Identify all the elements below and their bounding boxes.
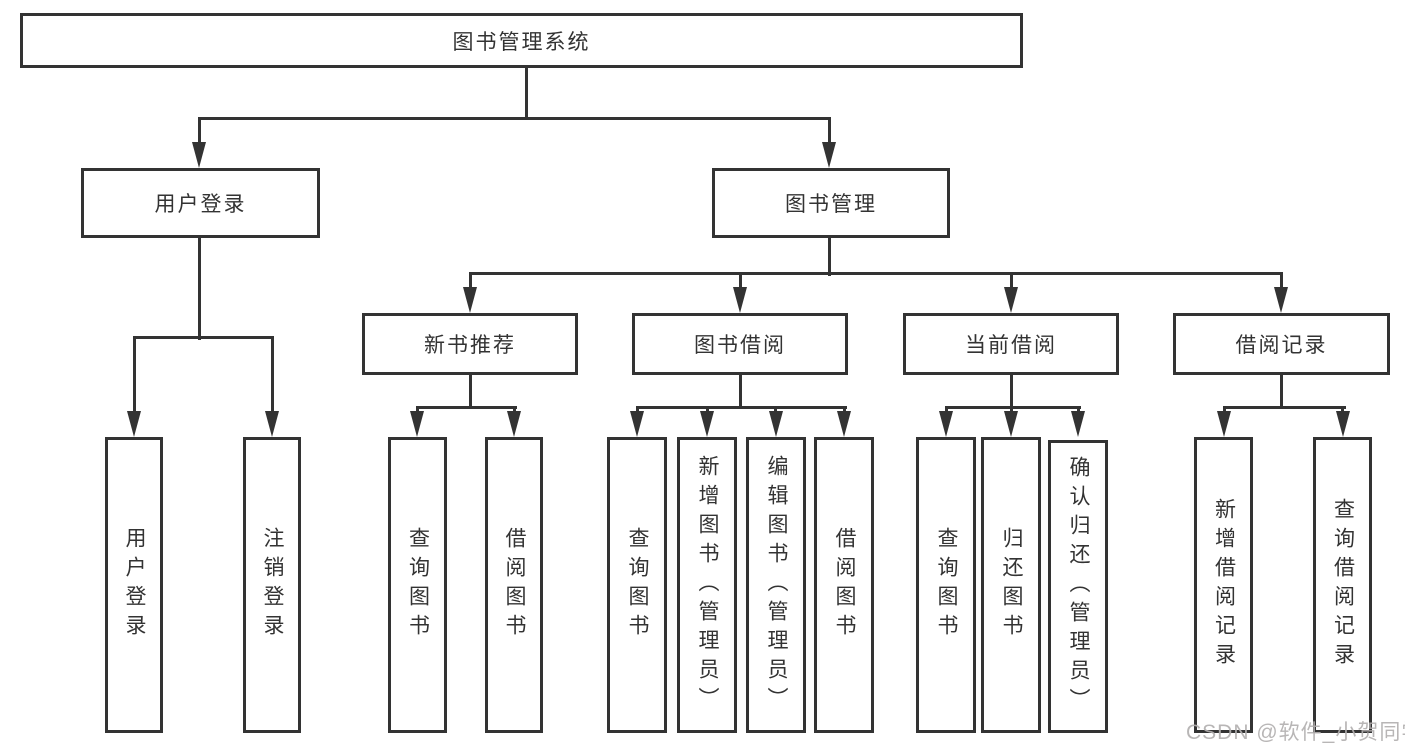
connector-line (1223, 406, 1346, 409)
arrow-down-icon (507, 411, 521, 437)
node-current-borrow: 当前借阅 (903, 313, 1119, 375)
node-leaf-query-book-3: 查询图书 (916, 437, 976, 733)
node-leaf-logout: 注销登录 (243, 437, 301, 733)
connector-line (469, 272, 1283, 275)
node-user-login-label: 用户登录 (154, 193, 247, 216)
arrow-down-icon (1004, 287, 1018, 313)
connector-line (469, 272, 472, 290)
connector-line (133, 336, 274, 339)
node-leaf-query-book-1-label: 查询图书 (406, 527, 430, 643)
arrow-down-icon (700, 411, 714, 437)
node-borrow-records-label: 借阅记录 (1235, 334, 1328, 357)
connector-line (469, 373, 472, 409)
connector-line (525, 66, 528, 120)
connector-line (198, 236, 201, 340)
connector-line (636, 406, 847, 409)
node-leaf-borrow-book-1-label: 借阅图书 (503, 527, 527, 643)
node-new-book-recommend-label: 新书推荐 (424, 334, 516, 357)
node-leaf-user-login-label: 用户登录 (123, 527, 147, 643)
arrow-down-icon (822, 142, 836, 168)
node-leaf-query-borrow-record: 查询借阅记录 (1313, 437, 1372, 733)
node-leaf-query-book-3-label: 查询图书 (935, 527, 959, 643)
connector-line (739, 272, 742, 290)
node-leaf-return-book-label: 归还图书 (1000, 527, 1024, 643)
arrow-down-icon (1274, 287, 1288, 313)
node-book-borrow-label: 图书借阅 (694, 334, 786, 357)
node-leaf-user-login: 用户登录 (105, 437, 163, 733)
node-leaf-confirm-return-admin-label: 确认归还（管理员） (1067, 456, 1091, 717)
arrow-down-icon (192, 142, 206, 168)
arrow-down-icon (1217, 411, 1231, 437)
arrow-down-icon (463, 287, 477, 313)
arrow-down-icon (837, 411, 851, 437)
node-leaf-query-book-1: 查询图书 (388, 437, 447, 733)
node-book-borrow: 图书借阅 (632, 313, 848, 375)
node-library-system-label: 图书管理系统 (452, 30, 591, 54)
node-book-management-label: 图书管理 (785, 193, 877, 216)
node-current-borrow-label: 当前借阅 (965, 334, 1057, 357)
node-leaf-borrow-book-2-label: 借阅图书 (833, 527, 857, 643)
node-leaf-query-borrow-record-label: 查询借阅记录 (1331, 498, 1355, 672)
node-leaf-query-book-2: 查询图书 (607, 437, 667, 733)
arrow-down-icon (939, 411, 953, 437)
connector-line (1280, 272, 1283, 290)
connector-line (198, 117, 201, 145)
arrow-down-icon (769, 411, 783, 437)
connector-line (1280, 373, 1283, 409)
node-leaf-query-book-2-label: 查询图书 (626, 527, 650, 643)
node-leaf-add-borrow-record-label: 新增借阅记录 (1212, 498, 1236, 672)
connector-line (1010, 373, 1013, 409)
node-leaf-borrow-book-2: 借阅图书 (814, 437, 874, 733)
arrow-down-icon (410, 411, 424, 437)
node-leaf-add-book-admin-label: 新增图书（管理员） (696, 454, 720, 716)
node-leaf-add-borrow-record: 新增借阅记录 (1194, 437, 1253, 733)
arrow-down-icon (127, 411, 141, 437)
connector-line (271, 336, 274, 414)
arrow-down-icon (1336, 411, 1350, 437)
node-leaf-add-book-admin: 新增图书（管理员） (677, 437, 737, 733)
connector-line (828, 117, 831, 145)
connector-line (198, 117, 831, 120)
node-leaf-logout-label: 注销登录 (261, 527, 285, 643)
connector-line (416, 406, 517, 409)
connector-line (828, 236, 831, 276)
connector-line (739, 373, 742, 409)
node-leaf-borrow-book-1: 借阅图书 (485, 437, 543, 733)
node-leaf-confirm-return-admin: 确认归还（管理员） (1048, 440, 1108, 733)
node-leaf-edit-book-admin: 编辑图书（管理员） (746, 437, 806, 733)
arrow-down-icon (733, 287, 747, 313)
node-leaf-return-book: 归还图书 (981, 437, 1041, 733)
arrow-down-icon (1071, 411, 1085, 437)
node-new-book-recommend: 新书推荐 (362, 313, 578, 375)
node-book-management: 图书管理 (712, 168, 950, 238)
arrow-down-icon (630, 411, 644, 437)
node-borrow-records: 借阅记录 (1173, 313, 1390, 375)
node-user-login: 用户登录 (81, 168, 320, 238)
arrow-down-icon (1004, 411, 1018, 437)
connector-line (945, 406, 1081, 409)
arrow-down-icon (265, 411, 279, 437)
node-library-system: 图书管理系统 (20, 13, 1023, 68)
watermark: CSDN @软件_小贺同学 (1186, 721, 1405, 744)
connector-line (1010, 272, 1013, 290)
connector-line (133, 336, 136, 414)
node-leaf-edit-book-admin-label: 编辑图书（管理员） (765, 454, 789, 716)
